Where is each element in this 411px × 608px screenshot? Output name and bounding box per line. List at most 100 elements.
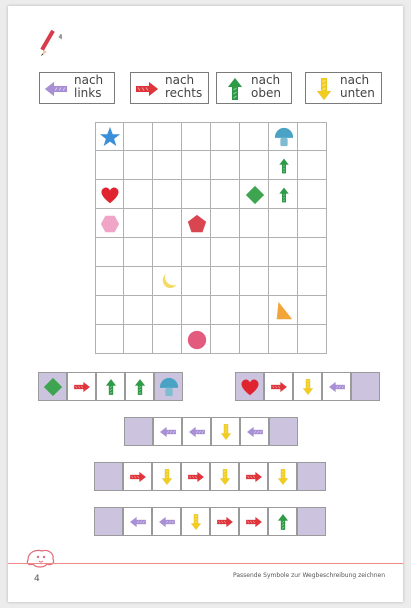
grid-cell[interactable] <box>95 325 124 354</box>
strip-cell-blank[interactable] <box>94 462 123 491</box>
arrow-up-icon <box>278 513 288 531</box>
grid-cell[interactable] <box>269 325 298 354</box>
grid-cell[interactable] <box>240 209 269 238</box>
grid-cell[interactable] <box>95 151 124 180</box>
grid-cell[interactable] <box>124 325 153 354</box>
grid-cell[interactable] <box>298 180 327 209</box>
grid-cell[interactable] <box>124 151 153 180</box>
grid-cell[interactable] <box>95 267 124 296</box>
mushroom-icon <box>273 126 295 148</box>
grid-cell[interactable] <box>153 122 182 151</box>
strip-cell-blank[interactable] <box>351 372 380 401</box>
grid-cell[interactable] <box>298 122 327 151</box>
grid-cell[interactable] <box>124 267 153 296</box>
strip-cell-blank[interactable] <box>94 507 123 536</box>
grid-cell[interactable] <box>211 296 240 325</box>
strip-cell-blank[interactable] <box>269 417 298 446</box>
grid-cell[interactable] <box>124 296 153 325</box>
grid-cell[interactable] <box>95 238 124 267</box>
grid-cell[interactable] <box>211 325 240 354</box>
strip-cell-blank[interactable] <box>297 462 326 491</box>
grid-cell[interactable] <box>211 122 240 151</box>
grid-cell[interactable] <box>153 180 182 209</box>
arrow-right-icon <box>187 472 205 482</box>
legend-item-up: nachoben <box>216 72 292 104</box>
grid-cell[interactable] <box>240 151 269 180</box>
grid-cell[interactable] <box>211 267 240 296</box>
strip-cell-arrow-down <box>152 462 181 491</box>
grid-cell[interactable] <box>298 296 327 325</box>
grid-cell[interactable] <box>124 209 153 238</box>
grid-cell[interactable] <box>182 267 211 296</box>
grid-symbol-star <box>95 122 124 151</box>
strip-cell-arrow-down <box>210 462 239 491</box>
grid-cell[interactable] <box>153 325 182 354</box>
grid-cell[interactable] <box>182 151 211 180</box>
legend-item-right: nachrechts <box>130 72 209 104</box>
grid-cell[interactable] <box>153 209 182 238</box>
arrow-down-icon <box>191 513 201 531</box>
grid-cell[interactable] <box>95 296 124 325</box>
grid-cell[interactable] <box>240 325 269 354</box>
grid-symbol-arrow-up <box>269 180 298 209</box>
grid-cell[interactable] <box>211 209 240 238</box>
legend-item-left: nachlinks <box>39 72 115 104</box>
grid-cell[interactable] <box>211 180 240 209</box>
strip-cell-heart <box>235 372 264 401</box>
strip-cell-arrow-up <box>268 507 297 536</box>
pentagon-icon <box>186 213 208 235</box>
grid-cell[interactable] <box>182 296 211 325</box>
grid-cell[interactable] <box>240 296 269 325</box>
strip-cell-arrow-left <box>123 507 152 536</box>
grid-cell[interactable] <box>182 180 211 209</box>
star-icon <box>99 126 121 148</box>
grid-cell[interactable] <box>211 151 240 180</box>
grid-cell[interactable] <box>298 209 327 238</box>
grid-cell[interactable] <box>269 267 298 296</box>
strip-cell-arrow-left <box>152 507 181 536</box>
arrow-left-icon <box>159 427 177 437</box>
moon-icon <box>157 271 179 293</box>
grid-cell[interactable] <box>211 238 240 267</box>
arrow-down-icon <box>221 423 231 441</box>
grid-cell[interactable] <box>240 122 269 151</box>
grid-cell[interactable] <box>153 238 182 267</box>
grid-symbol-mushroom <box>269 122 298 151</box>
grid-cell[interactable] <box>124 122 153 151</box>
grid-cell[interactable] <box>298 267 327 296</box>
grid-cell[interactable] <box>269 238 298 267</box>
grid-cell[interactable] <box>298 238 327 267</box>
arrow-up-icon <box>106 378 116 396</box>
grid-symbol-heart <box>95 180 124 209</box>
arrow-left-icon <box>129 517 147 527</box>
hexagon-icon <box>99 213 121 235</box>
grid-cell[interactable] <box>240 238 269 267</box>
arrow-right-icon <box>245 472 263 482</box>
ghost-mascot-icon <box>24 546 58 570</box>
arrow-down-icon <box>317 77 331 101</box>
grid-cell[interactable] <box>298 151 327 180</box>
heart-icon <box>99 184 121 206</box>
strip-cell-arrow-left <box>153 417 182 446</box>
grid-cell[interactable] <box>182 122 211 151</box>
arrow-left-icon <box>188 427 206 437</box>
strip-cell-blank[interactable] <box>124 417 153 446</box>
grid-cell[interactable] <box>269 209 298 238</box>
grid-symbol-triangle <box>269 296 298 325</box>
grid-cell[interactable] <box>153 151 182 180</box>
strip-cell-blank[interactable] <box>297 507 326 536</box>
grid-cell[interactable] <box>124 180 153 209</box>
grid-cell[interactable] <box>124 238 153 267</box>
grid-cell[interactable] <box>153 296 182 325</box>
grid-cell[interactable] <box>298 325 327 354</box>
arrow-up-icon <box>279 187 289 203</box>
strip-cell-mushroom <box>154 372 183 401</box>
strip-cell-arrow-down <box>268 462 297 491</box>
strip-cell-arrow-down <box>293 372 322 401</box>
grid-cell[interactable] <box>182 238 211 267</box>
diamond-icon <box>42 376 64 398</box>
grid-cell[interactable] <box>240 267 269 296</box>
strip-cell-arrow-up <box>96 372 125 401</box>
